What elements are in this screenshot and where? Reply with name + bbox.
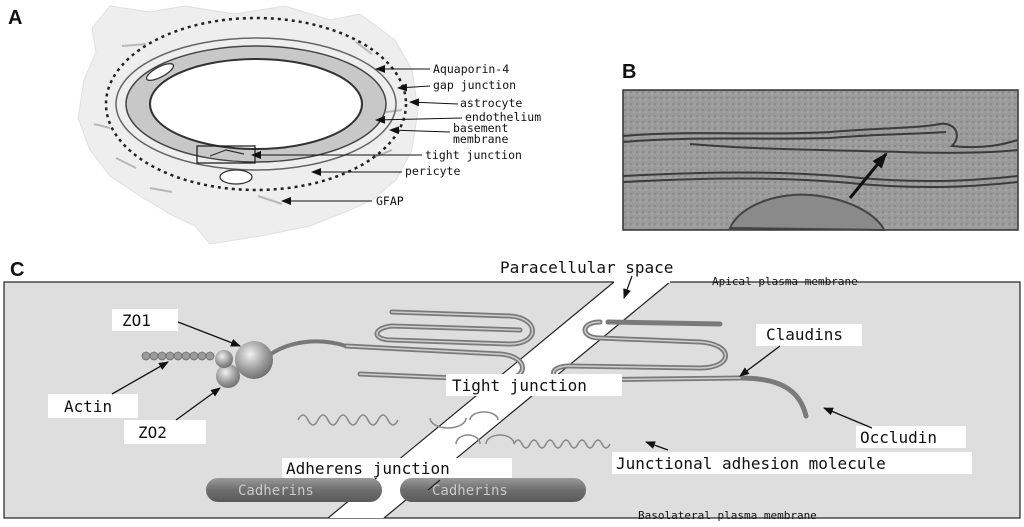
label-basement: basement (453, 121, 508, 135)
paracellular-space-label: Paracellular space (500, 258, 673, 277)
label-pericyte: pericyte (405, 164, 460, 178)
label-aquaporin-4: Aquaporin-4 (433, 62, 509, 76)
occludin-label: Occludin (860, 428, 937, 447)
basolateral-membrane-label: Basolateral plasma membrane (638, 509, 817, 522)
zo2-label: ZO2 (138, 423, 167, 442)
occludin-label-box (856, 426, 966, 448)
zo1-label-box (112, 309, 178, 331)
panel-b-letter: B (622, 61, 636, 83)
panel-a-labels: Aquaporin-4 gap junction astrocyte endot… (376, 62, 541, 208)
panel-c-letter: C (10, 259, 24, 281)
actin-beads (141, 351, 215, 361)
zo2-arrow (175, 387, 221, 421)
cadherins-left-bar (206, 478, 382, 502)
basement-membrane-ring (115, 37, 397, 171)
label-tight-junction-a: tight junction (425, 148, 522, 162)
label-gap-junction: gap junction (433, 78, 516, 92)
tight-junction-mark (209, 149, 245, 157)
adherens-junction-label: Adherens junction (286, 459, 450, 478)
label-gfap: GFAP (376, 194, 404, 208)
cadherins-right-bar (400, 478, 586, 502)
panel-a: A (8, 5, 541, 245)
claudins-label-box (756, 324, 862, 346)
pericyte-cell (219, 169, 253, 185)
top-gap (614, 277, 670, 283)
aquaporin-dotted-ring (104, 16, 408, 192)
occludin-arrow (823, 407, 873, 429)
claudins-arrow (739, 345, 781, 377)
tight-junction-label: Tight junction (452, 376, 587, 395)
label-endothelium: endothelium (465, 110, 541, 124)
apical-membrane-label: Apical plasma membrane (712, 275, 858, 288)
panel-a-arrows (251, 65, 463, 205)
label-astrocyte: astrocyte (460, 96, 522, 110)
micrograph-vesicle (728, 193, 886, 232)
actin-label: Actin (64, 397, 112, 416)
actin-label-box (48, 394, 138, 418)
jam-arrow (645, 441, 669, 451)
zo2-sphere (216, 364, 240, 388)
micrograph-membranes (622, 122, 1019, 189)
panel-c: C Paracellular space Apical plasma membr… (3, 258, 1021, 522)
claudins-label: Claudins (766, 325, 843, 344)
actin-arrow (111, 361, 169, 395)
vessel-lumen (149, 58, 363, 150)
tight-junction-label-box (446, 374, 622, 396)
zo1-label: ZO1 (122, 311, 151, 330)
adherens-label-box (282, 458, 512, 478)
jam-squiggles (297, 411, 611, 449)
micrograph-arrow (848, 152, 888, 199)
occludin-tail (266, 339, 347, 358)
adherens-arrow (427, 479, 441, 491)
label-membrane: membrane (453, 132, 508, 146)
membrane-left (327, 281, 615, 519)
cadherins-left-label: Cadherins (238, 483, 314, 499)
endothelial-nucleus (145, 63, 175, 81)
jam-label-box (612, 452, 972, 474)
zo-small-sphere (215, 350, 233, 368)
jam-label: Junctional adhesion molecule (616, 454, 886, 473)
paracellular-arrow (623, 275, 633, 299)
cadherins-right-label: Cadherins (432, 483, 508, 499)
zo1-sphere (235, 341, 273, 379)
panel-b: B (622, 61, 1019, 232)
panel-a-letter: A (8, 7, 22, 29)
zo2-label-box (124, 420, 206, 444)
zo1-arrow (177, 321, 241, 347)
gfap-marks (93, 41, 403, 205)
